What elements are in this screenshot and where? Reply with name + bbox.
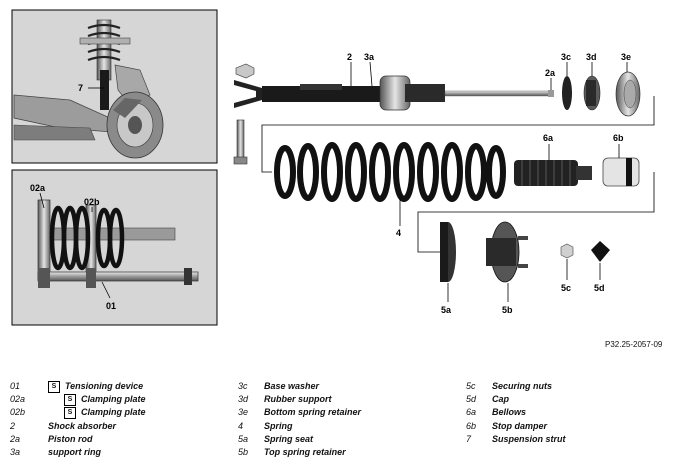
callout-6b: 6b	[613, 133, 624, 143]
callout-2a: 2a	[545, 68, 556, 78]
callout-5d: 5d	[594, 283, 605, 293]
callout-3e: 3e	[621, 52, 631, 62]
exploded-row-1: 2 3a 2a 3c 3d 3e	[233, 52, 641, 165]
legend-item: 02a S Clamping plate	[10, 393, 146, 406]
legend-item: 02b S Clamping plate	[10, 406, 146, 419]
callout-3c: 3c	[561, 52, 571, 62]
exploded-row-3: 5a 5b 5c 5d	[440, 221, 610, 315]
connector-line-1	[261, 96, 655, 173]
callout-5b: 5b	[502, 305, 513, 315]
photo-panel-spring-compressor: 02a 02b 01	[11, 169, 218, 326]
legend-item: 2 Shock absorber	[10, 420, 117, 431]
legend-item: 2a Piston rod	[10, 433, 93, 444]
callout-02b: 02b	[84, 197, 100, 207]
special-tool-icon: S	[64, 406, 76, 419]
special-tool-icon: S	[48, 380, 60, 393]
legend-column-1: 01 S Tensioning device 02a S Clamping pl…	[10, 380, 146, 459]
callout-2: 2	[347, 52, 352, 62]
callout-5c: 5c	[561, 283, 571, 293]
callout-5a: 5a	[441, 305, 452, 315]
callout-3a: 3a	[364, 52, 375, 62]
legend-item: 3a support ring	[10, 446, 101, 457]
callout-3d: 3d	[586, 52, 597, 62]
exploded-row-2: 6a 6b 4	[274, 133, 640, 238]
callout-7: 7	[78, 83, 83, 93]
legend-item: 01 S Tensioning device	[10, 380, 144, 393]
callout-4: 4	[396, 228, 401, 238]
photo-panel-installed-strut: 7	[11, 9, 218, 164]
callout-6a: 6a	[543, 133, 554, 143]
callout-01: 01	[106, 301, 116, 311]
callout-02a: 02a	[30, 183, 46, 193]
connector-line-2	[417, 172, 655, 253]
figure-id: P32.25-2057-09	[605, 340, 663, 349]
special-tool-icon: S	[64, 393, 76, 406]
